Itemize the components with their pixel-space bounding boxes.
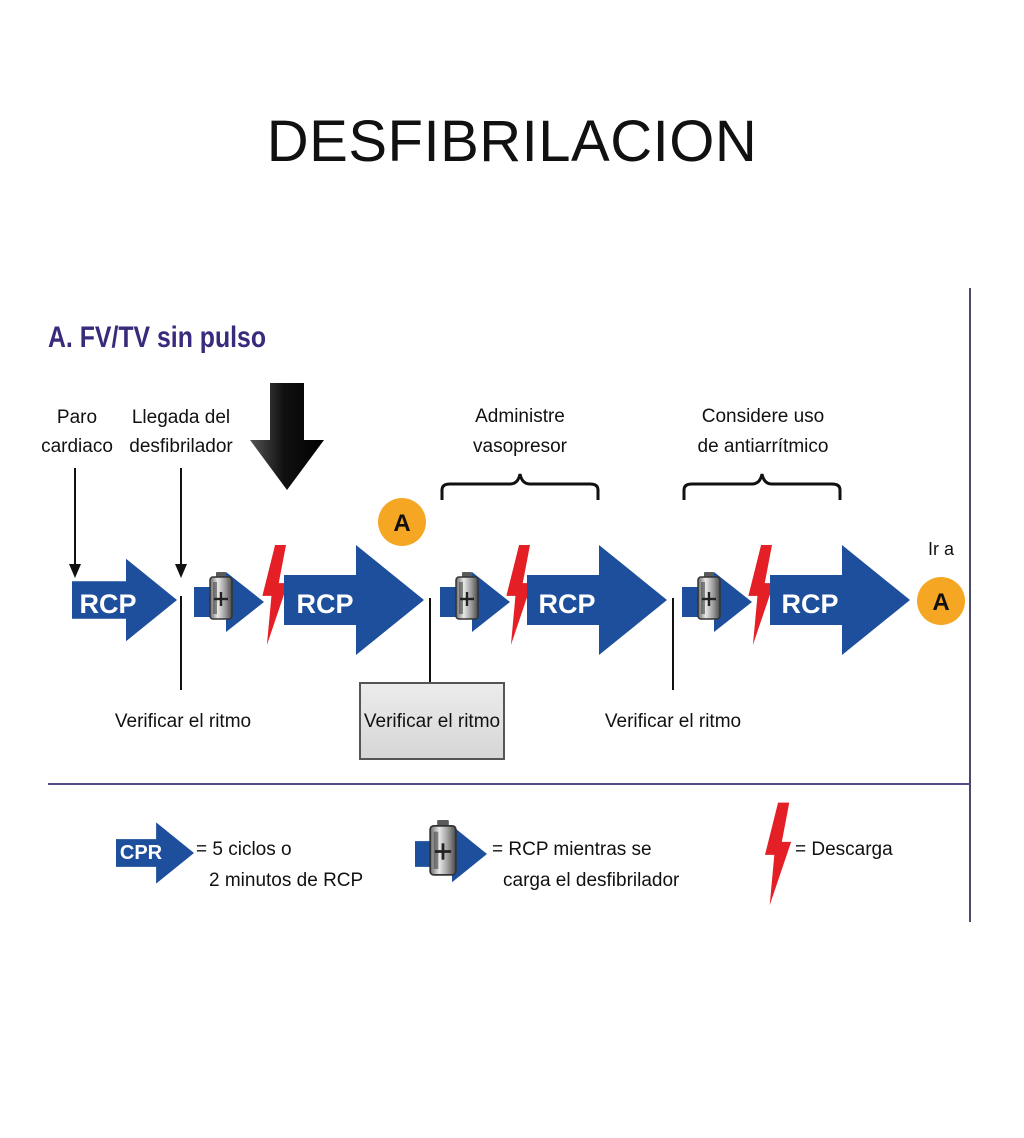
arrow-down-icon bbox=[69, 564, 81, 578]
slide-title: DESFIBRILACION bbox=[266, 109, 758, 174]
event-paro-line1: Paro bbox=[57, 407, 97, 428]
brace-antiarritmico: Considere uso de antiarrítmico bbox=[682, 406, 842, 502]
rhythm-check-1: Verificar el ritmo bbox=[115, 596, 251, 732]
charge-step bbox=[194, 570, 264, 632]
marker-a-letter: A bbox=[393, 510, 410, 537]
event-llegada-line2: desfibrilador bbox=[129, 436, 233, 457]
charge-step bbox=[682, 570, 752, 632]
cpr-arrow: RCP bbox=[527, 545, 667, 655]
battery-icon bbox=[208, 570, 234, 621]
goto-label: Ir a bbox=[928, 539, 955, 559]
legend-charge: = RCP mientras se carga el desfibrilador bbox=[415, 818, 680, 891]
rhythm-check-label: Verificar el ritmo bbox=[115, 711, 251, 732]
cpr-arrow-label: RCP bbox=[79, 589, 136, 619]
big-down-arrow-icon bbox=[250, 383, 324, 490]
legend-charge-line2: carga el desfibrilador bbox=[503, 870, 680, 891]
charge-step bbox=[440, 570, 510, 632]
battery-icon bbox=[428, 818, 458, 877]
rhythm-check-2: Verificar el ritmo bbox=[359, 598, 505, 760]
event-llegada-desfibrilador: Llegada del desfibrilador bbox=[129, 407, 233, 578]
rhythm-check-label: Verificar el ritmo bbox=[605, 711, 741, 732]
legend-cpr-arrow-label: CPR bbox=[120, 842, 163, 864]
battery-icon bbox=[696, 570, 722, 621]
sequence-row: RCP RCP RCP bbox=[72, 539, 965, 655]
cpr-arrow: RCP bbox=[284, 545, 424, 655]
panel-title: A. FV/TV sin pulso bbox=[48, 321, 266, 354]
legend-charge-line1: = RCP mientras se bbox=[492, 839, 652, 860]
cpr-arrow: RCP bbox=[770, 545, 910, 655]
rhythm-check-3: Verificar el ritmo bbox=[605, 598, 741, 732]
event-paro-line2: cardiaco bbox=[41, 436, 113, 457]
marker-a: A bbox=[378, 498, 426, 546]
cpr-arrow: RCP bbox=[72, 558, 177, 642]
cpr-arrow-label: RCP bbox=[538, 589, 595, 619]
battery-icon bbox=[454, 570, 480, 621]
legend-shock: = Descarga bbox=[765, 802, 893, 906]
legend: CPR = 5 ciclos o 2 minutos de RCP = RCP … bbox=[116, 802, 893, 906]
cpr-arrow-label: RCP bbox=[296, 589, 353, 619]
highlight-box bbox=[359, 682, 505, 760]
legend-shock-label: = Descarga bbox=[795, 839, 893, 860]
brace-vasopresor: Administre vasopresor bbox=[440, 406, 600, 502]
brace-antiarritmico-line1: Considere uso bbox=[702, 406, 825, 427]
brace-antiarritmico-line2: de antiarrítmico bbox=[698, 436, 829, 457]
brace-vasopresor-line1: Administre bbox=[475, 406, 565, 427]
shock-bolt-icon bbox=[765, 802, 792, 906]
event-paro-cardiaco: Paro cardiaco bbox=[41, 407, 113, 578]
legend-cpr-line2: 2 minutos de RCP bbox=[209, 870, 363, 891]
curly-brace-icon bbox=[440, 472, 600, 502]
goto-marker-letter: A bbox=[932, 589, 949, 616]
goto-a: Ir a A bbox=[917, 539, 965, 625]
legend-cpr: CPR = 5 ciclos o 2 minutos de RCP bbox=[116, 822, 363, 891]
event-llegada-line1: Llegada del bbox=[132, 407, 230, 428]
rhythm-check-label: Verificar el ritmo bbox=[364, 711, 500, 732]
curly-brace-icon bbox=[682, 472, 842, 502]
legend-cpr-line1: = 5 ciclos o bbox=[196, 839, 292, 860]
cpr-arrow-label: RCP bbox=[781, 589, 838, 619]
brace-vasopresor-line2: vasopresor bbox=[473, 436, 568, 457]
arrow-down-icon bbox=[175, 564, 187, 578]
